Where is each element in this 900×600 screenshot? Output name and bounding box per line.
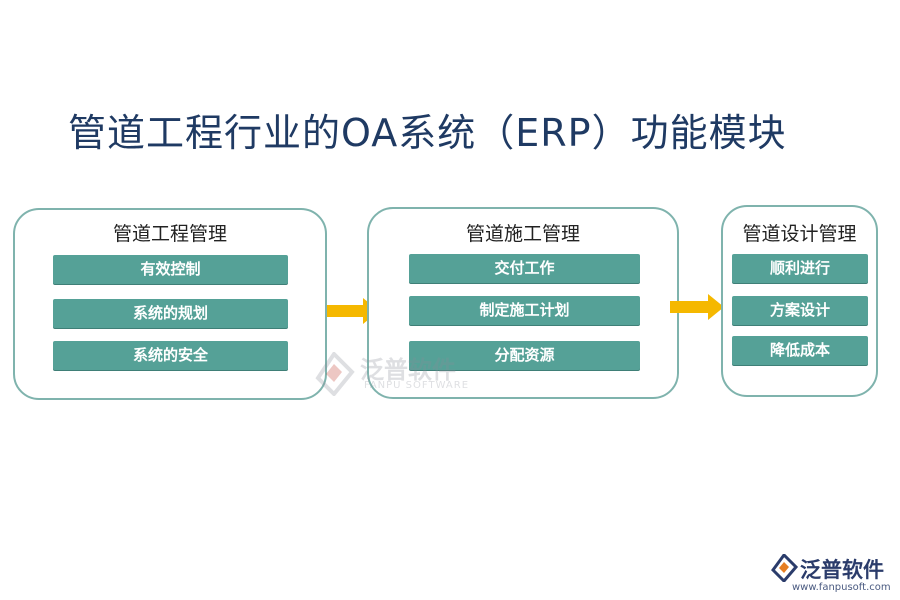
brand-name: 泛普软件 bbox=[800, 558, 884, 582]
module-item: 系统的规划 bbox=[53, 299, 288, 328]
brand-logo: 泛普软件 www.fanpusoft.com bbox=[770, 552, 895, 596]
fanpu-logo-icon bbox=[315, 352, 355, 396]
page-title: 管道工程行业的OA系统（ERP）功能模块 bbox=[68, 111, 787, 155]
panel-title: 管道设计管理 bbox=[742, 223, 857, 245]
module-item: 顺利进行 bbox=[732, 254, 868, 283]
brand-url: www.fanpusoft.com bbox=[792, 582, 891, 593]
panel-title: 管道工程管理 bbox=[112, 223, 227, 245]
module-item: 系统的安全 bbox=[53, 341, 288, 370]
fanpu-logo-icon bbox=[771, 554, 798, 582]
panel-title: 管道施工管理 bbox=[465, 223, 580, 245]
watermark-name: 泛普软件 bbox=[360, 356, 456, 384]
watermark: 泛普软件 FANPU SOFTWARE bbox=[312, 350, 502, 400]
module-item: 分配资源 bbox=[409, 341, 640, 370]
right-arrow-icon bbox=[670, 294, 724, 320]
watermark-sub: FANPU SOFTWARE bbox=[364, 380, 470, 391]
right-arrow-icon bbox=[327, 298, 379, 324]
module-item: 制定施工计划 bbox=[409, 296, 640, 325]
module-item: 有效控制 bbox=[53, 255, 288, 284]
module-item: 交付工作 bbox=[409, 254, 640, 283]
module-item: 方案设计 bbox=[732, 296, 868, 325]
module-item: 降低成本 bbox=[732, 336, 868, 365]
